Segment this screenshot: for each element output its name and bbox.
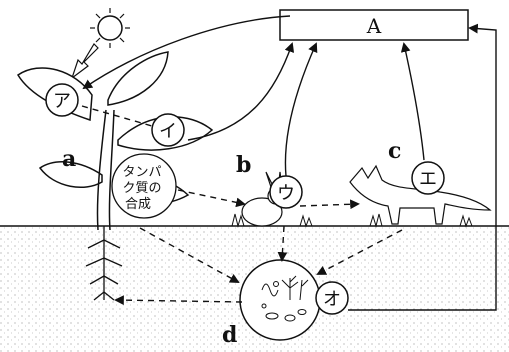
decomposers-node	[240, 260, 320, 340]
letter-c: c	[388, 138, 401, 164]
arrow-u-to-a	[285, 44, 316, 176]
circle-u: ウ	[270, 176, 302, 208]
protein-line-3: 合成	[125, 197, 151, 212]
letter-b: b	[236, 152, 251, 178]
letter-a: a	[62, 146, 76, 172]
circle-i: イ	[152, 114, 184, 146]
sun-icon	[90, 8, 130, 48]
box-a-label: A	[366, 14, 382, 38]
circle-u-label: ウ	[277, 183, 295, 204]
protein-line-1: タンパ	[122, 165, 161, 180]
circle-o: オ	[316, 282, 348, 314]
circle-i-label: イ	[159, 121, 177, 142]
arrow-rabbit-to-fox	[300, 204, 358, 206]
circle-a-label: ア	[53, 91, 71, 112]
circle-o-label: オ	[323, 289, 341, 310]
arrow-a-to-i	[82, 106, 152, 126]
circle-a: ア	[46, 84, 78, 116]
letter-d: d	[222, 322, 237, 348]
sun-light-arrow	[72, 44, 98, 78]
circle-e: エ	[412, 162, 444, 194]
arrow-e-to-a	[404, 44, 424, 160]
plant	[18, 52, 212, 230]
arrow-protein-to-rabbit	[178, 190, 244, 204]
protein-line-2: ク質の	[122, 181, 161, 196]
circle-e-label: エ	[419, 169, 437, 190]
